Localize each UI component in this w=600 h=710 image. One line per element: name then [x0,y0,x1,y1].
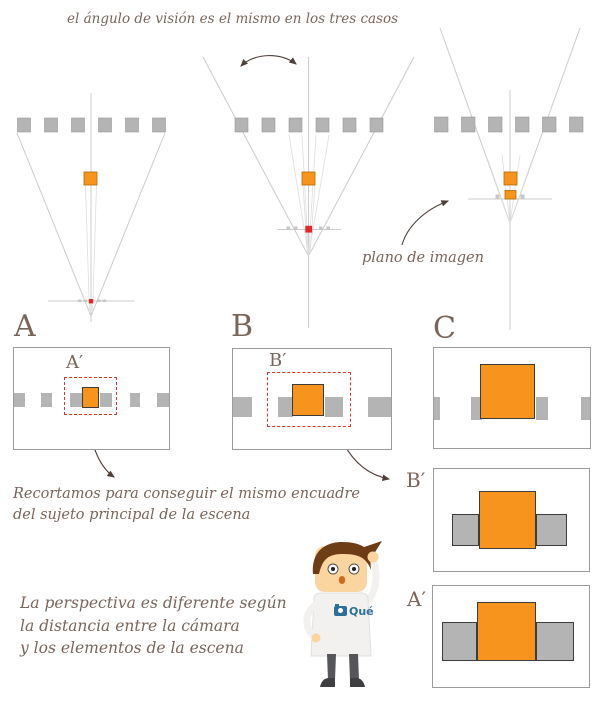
projected-subject-square [305,225,313,233]
scene-block [100,393,112,407]
scene-block [442,622,477,661]
projected-subject-dot [88,299,94,304]
frustum-far [16,93,166,322]
mascot-leg [327,654,336,680]
camera-icon [334,604,347,616]
scene-block [471,397,482,420]
image-plane-caption: plano de imagen [362,250,484,266]
scene-block [41,393,52,407]
projected-subject-square [504,190,517,200]
scene-block [278,397,293,417]
scene-block [536,397,548,420]
result-label-b-prime: B′ [406,468,426,492]
diagram-label-c: C [433,311,456,346]
crop-marquee-a [64,377,117,415]
subject-block [480,364,535,419]
perspective-caption: La perspectiva es diferente según la dis… [20,592,287,660]
crop-label-b-prime: B′ [269,350,287,371]
mascot-shoe [320,678,335,687]
mascot-akimbo-arm [303,598,325,641]
mascot-logo: Qué [334,601,374,621]
subject-square [83,171,98,186]
photo-frame-b: B′ [232,348,392,450]
scene-block [434,397,440,420]
result-label-a-prime: A′ [407,587,426,611]
scene-block [368,397,391,417]
scene-block [130,393,140,407]
mascot-leg [349,654,359,680]
scene-block [581,397,590,420]
mascot-scratching-hand [367,551,379,563]
mascot-shirt [310,592,372,657]
perspective-caption-line3: y los elementos de la escena [20,639,244,657]
crop-result-b-prime [433,468,590,572]
subject-block [479,491,536,549]
mascot [303,541,382,687]
scene-block [70,393,82,407]
subject-block [82,387,99,408]
scene-block [452,514,479,546]
photo-frame-a: A′ [13,347,170,450]
mascot-mouth [338,576,346,584]
subject-block [477,602,536,661]
mascot-raised-arm [365,556,380,604]
crop-caption: Recortamos para conseguir el mismo encua… [13,484,360,526]
scene-block [536,622,574,661]
perspective-caption-line1: La perspectiva es diferente según [20,594,287,612]
scene-block [157,393,169,407]
scene-block [14,393,25,407]
perspective-caption-line2: la distancia entre la cámara [20,616,240,635]
crop-marquee-b [267,372,351,427]
frustum-near [434,27,584,330]
mascot-hair-flick [364,541,382,557]
diagram-label-b: B [231,309,254,344]
title-caption: el ángulo de visión es el mismo en los t… [67,11,399,27]
frustum-mid [202,56,415,328]
mascot-hair [312,542,371,574]
photo-frame-c [433,347,591,449]
mascot-logo-text: Qué [349,604,374,618]
mascot-hand [311,633,321,643]
mascot-shoe [350,678,365,687]
crop-result-a-prime [432,585,590,688]
diagram-label-a: A [14,309,36,344]
subject-square [503,171,518,186]
crop-caption-line2: del sujeto principal de la escena [13,507,251,523]
crop-caption-line1: Recortamos para conseguir el mismo encua… [13,486,360,502]
subject-block [292,384,324,416]
mascot-head [315,546,367,592]
crop-label-a-prime: A′ [66,352,84,373]
subject-square [301,171,316,186]
scene-block [325,397,343,417]
scene-block [536,514,567,546]
frustum-diagrams [16,27,584,330]
scene-block [233,397,252,417]
